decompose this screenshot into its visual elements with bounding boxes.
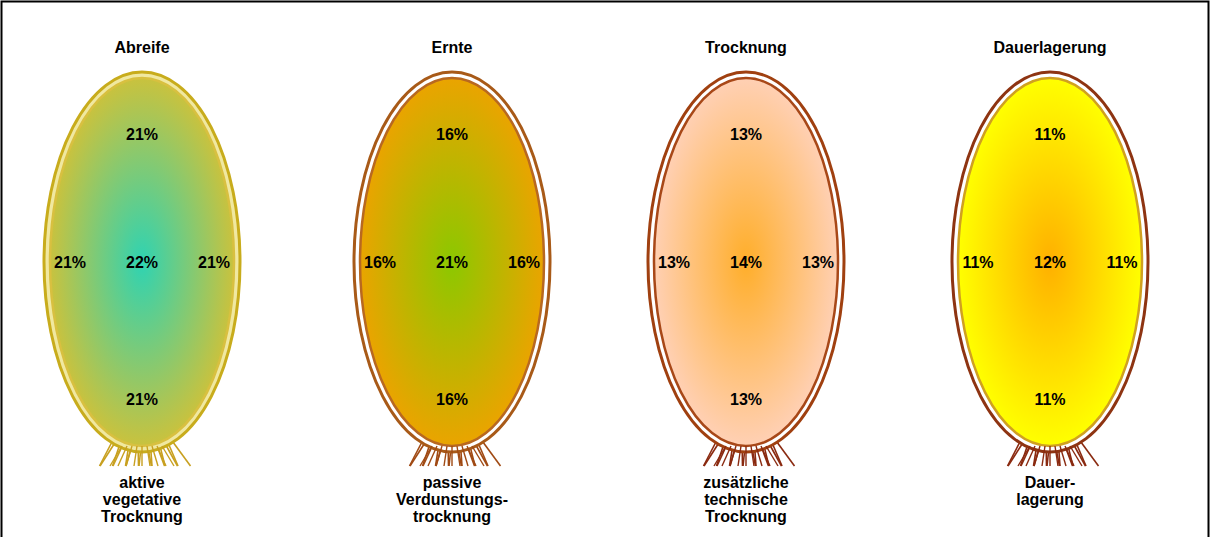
brush-hair [126, 446, 132, 466]
stage-heading: Ernte [432, 39, 473, 57]
brush-hair [420, 446, 432, 466]
stage-caption: Dauer- lagerung [1015, 474, 1085, 508]
brush-hair [730, 446, 736, 466]
moisture-value: 14% [730, 254, 762, 272]
grain-stage: Trocknung 13% 13% 14% 13% 13% zusätzliche tech… [636, 0, 856, 537]
brush-hair [1049, 446, 1050, 466]
brush-hair [110, 446, 122, 466]
brush-hair [444, 446, 447, 466]
moisture-value: 13% [658, 254, 690, 272]
grain-outer-ring [44, 72, 240, 452]
grain-stage: Ernte 16% 16% 21% 16% 16% passive Verdunstungs… [342, 0, 562, 537]
brush-hair [1042, 446, 1045, 466]
brush-hair [1065, 446, 1074, 466]
moisture-value: 21% [436, 254, 468, 272]
grain-stage: Dauerlagerung 11% 11% 12% 11% 11% Dauer- lager… [940, 0, 1160, 537]
stage-caption: aktive vegetative Trocknung [82, 474, 202, 525]
stage-heading: Dauerlagerung [994, 39, 1107, 57]
moisture-value: 11% [962, 254, 993, 272]
brush-hair [751, 446, 754, 466]
brush-hair [467, 446, 476, 466]
brush-hair [157, 446, 166, 466]
brush-hair [714, 446, 726, 466]
grain-body [654, 78, 838, 446]
moisture-value: 16% [436, 126, 468, 144]
brush-hair [152, 446, 158, 466]
moisture-value: 16% [364, 254, 396, 272]
moisture-value: 21% [54, 254, 86, 272]
brush-hair [761, 446, 770, 466]
moisture-value: 21% [126, 126, 158, 144]
brush-hair [457, 446, 460, 466]
brush-hair [472, 446, 484, 466]
brush-hair [428, 446, 437, 466]
moisture-value: 13% [802, 254, 834, 272]
grain-outer-ring [648, 72, 844, 452]
brush-hair [147, 446, 150, 466]
brush-hair [1018, 446, 1030, 466]
moisture-value: 12% [1034, 254, 1066, 272]
moisture-value: 13% [730, 126, 762, 144]
brush-hair [1034, 446, 1040, 466]
moisture-value: 13% [730, 391, 762, 409]
stage-heading: Trocknung [705, 39, 787, 57]
grain-outer-ring [952, 72, 1148, 452]
brush-hair [134, 446, 137, 466]
brush-hair [162, 446, 174, 466]
brush-hair [766, 446, 778, 466]
brush-hair [436, 446, 442, 466]
grain-outer-ring [354, 72, 550, 452]
grain-body [958, 78, 1142, 446]
stage-caption: zusätzliche technische Trocknung [686, 474, 806, 525]
brush-hair [462, 446, 468, 466]
moisture-value: 16% [436, 391, 468, 409]
moisture-value: 22% [126, 254, 158, 272]
brush-hair [1070, 446, 1082, 466]
brush-hair [118, 446, 127, 466]
moisture-value: 21% [198, 254, 230, 272]
moisture-value: 16% [508, 254, 540, 272]
grain-body [360, 78, 544, 446]
moisture-value: 11% [1106, 254, 1137, 272]
brush-hair [141, 446, 142, 466]
brush-hair [745, 446, 746, 466]
brush-hair [1055, 446, 1058, 466]
brush-hair [756, 446, 762, 466]
moisture-value: 11% [1034, 126, 1065, 144]
brush-hair [738, 446, 741, 466]
stage-caption: passive Verdunstungs- trocknung [388, 474, 516, 525]
moisture-value: 21% [126, 391, 158, 409]
brush-hair [1026, 446, 1035, 466]
stage-heading: Abreife [114, 39, 169, 57]
brush-hair [1060, 446, 1066, 466]
grain-body [50, 78, 234, 446]
moisture-value: 11% [1034, 391, 1065, 409]
grain-stage: Abreife 21% 21% 22% 21% 21% aktive vegetative … [32, 0, 252, 537]
brush-hair [451, 446, 452, 466]
brush-hair [722, 446, 731, 466]
